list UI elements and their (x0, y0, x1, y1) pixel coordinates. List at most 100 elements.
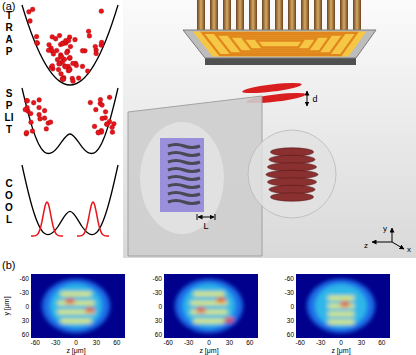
figure-label: d (312, 94, 317, 104)
chip-slab-side (205, 58, 356, 65)
atom-dot (31, 100, 36, 105)
trap-potential (22, 5, 118, 85)
atom-dot (38, 117, 43, 122)
figure-label: (b) (2, 259, 15, 272)
atom-dot (44, 127, 49, 132)
atom-dot (93, 44, 98, 49)
atom-dot (94, 51, 99, 56)
atom-dot (103, 109, 108, 114)
probe-beam (160, 138, 204, 212)
interference-fringe (168, 161, 200, 164)
chip-face (183, 30, 376, 58)
atom-dot (26, 9, 31, 14)
image-fringe (328, 296, 354, 300)
atom-dot (80, 48, 85, 53)
axis-tick-label: -30 (285, 289, 294, 296)
atom-dot (37, 105, 42, 110)
atom-dot (87, 34, 92, 39)
atom-dot (73, 37, 78, 42)
image-core (315, 284, 367, 328)
atom-dot (37, 98, 42, 103)
image-peak (216, 298, 226, 303)
imaging-screen (128, 96, 262, 256)
image-blob (307, 279, 375, 333)
atom-dot (86, 29, 91, 34)
axis-tick-label: 60 (378, 339, 385, 346)
figure-label: y (383, 224, 387, 233)
image-fringe (328, 320, 354, 324)
step-label: COOL (4, 178, 14, 226)
image-background (31, 274, 125, 338)
atom-dot (24, 130, 29, 135)
figure-label: L (203, 221, 208, 231)
matter-wave-layer (266, 170, 318, 178)
atom-dot (57, 62, 62, 67)
matter-wave-layer (268, 163, 317, 171)
axis-tick-label: -60 (285, 275, 294, 282)
atom-dot (107, 95, 112, 100)
atom-dot (23, 107, 28, 112)
axis-tick-label: 30 (22, 317, 29, 324)
atom-dot (51, 52, 56, 57)
axis-tick-label: 30 (358, 339, 365, 346)
step-label: TRAP (4, 10, 14, 58)
atom-dot (110, 125, 115, 130)
atom-dot (28, 111, 33, 116)
chip-pin (236, 0, 244, 32)
atom-dot (99, 9, 104, 14)
matter-wave-layer (271, 148, 314, 156)
axis-tick-label: z [μm] (66, 346, 85, 354)
image-peak (65, 299, 75, 304)
chip-pin (210, 0, 218, 32)
image-fringe (194, 319, 225, 323)
atom-dot (56, 67, 61, 72)
chip-pin (301, 0, 309, 32)
atom-dot (67, 56, 72, 61)
axis-tick-label: z [μm] (199, 346, 218, 354)
chip-pin (275, 0, 283, 32)
axis-tick-label: -30 (153, 289, 162, 296)
atom-dot (25, 98, 30, 103)
chip-pin (197, 0, 205, 32)
atom-dot (85, 69, 90, 74)
image-blob (42, 279, 110, 333)
figure-label: x (407, 245, 411, 254)
atom-dot (70, 61, 75, 66)
axis-tick-label: 30 (226, 339, 233, 346)
chip-wire (243, 39, 316, 50)
atom-dot (61, 77, 66, 82)
image-fringe (194, 292, 225, 296)
atom-dot (68, 44, 73, 49)
separation-arrow (307, 91, 308, 106)
figure-label: z (364, 241, 368, 250)
atom-dot (30, 129, 35, 134)
absorption-image (31, 274, 125, 338)
axis-tick-label: 30 (287, 317, 294, 324)
atom-dot (24, 98, 29, 103)
chip-wire (216, 35, 343, 53)
chip-wire (230, 37, 330, 52)
axis-tick-label: 60 (113, 339, 120, 346)
image-halo (42, 279, 110, 333)
axis-tick-label: 60 (155, 331, 162, 338)
interference-fringe (168, 145, 200, 148)
chip-pin (288, 0, 296, 32)
image-fringe (61, 319, 92, 323)
image-peak (85, 308, 95, 313)
period-arrow (198, 217, 214, 218)
chip-pin (223, 0, 231, 32)
image-fringe (61, 292, 92, 296)
atom-dot (61, 77, 66, 82)
cold-wavefunction (77, 202, 109, 236)
chip-pin (262, 0, 270, 32)
atom-dot (29, 120, 34, 125)
image-fringe (191, 310, 228, 314)
atom-dot (48, 120, 53, 125)
axis-tick-label: 0 (207, 339, 211, 346)
imaging-region (140, 122, 224, 234)
atom-dot (93, 107, 98, 112)
double-well-potential (22, 88, 118, 153)
axis-tick-label: 60 (22, 331, 29, 338)
bracket-tick (215, 214, 216, 220)
